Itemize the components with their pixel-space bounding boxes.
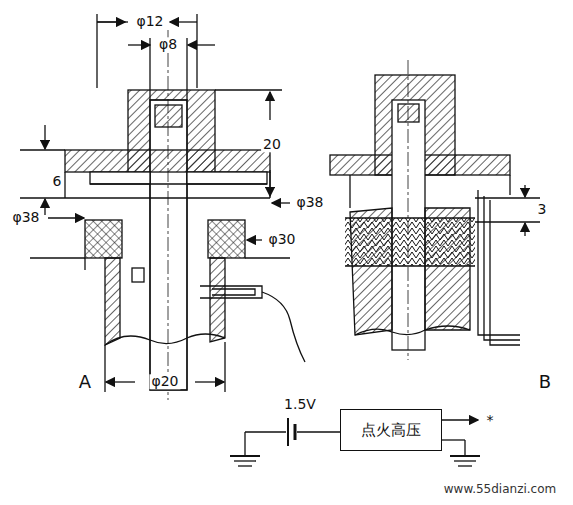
voltage-label: 1.5V xyxy=(282,397,318,412)
dimension-label: 6 xyxy=(51,174,64,189)
dimension-label: 20 xyxy=(261,137,283,152)
dimension-label: 3 xyxy=(536,202,549,217)
circuit-box: 点火高压 xyxy=(340,409,442,451)
dimension-label: φ12 xyxy=(134,14,165,29)
dimension-label: φ30 xyxy=(266,232,297,247)
figure-label: B xyxy=(537,372,553,392)
dimension-label: φ38 xyxy=(294,195,325,210)
terminal-mark: * xyxy=(485,413,496,428)
dimension-label: φ38 xyxy=(10,210,41,225)
dimension-label: φ8 xyxy=(157,37,179,52)
dimension-label: φ20 xyxy=(149,374,180,389)
box-label: 点火高压 xyxy=(361,421,421,440)
watermark: www.55dianzi.com xyxy=(442,483,558,496)
figure-label: A xyxy=(77,372,93,392)
